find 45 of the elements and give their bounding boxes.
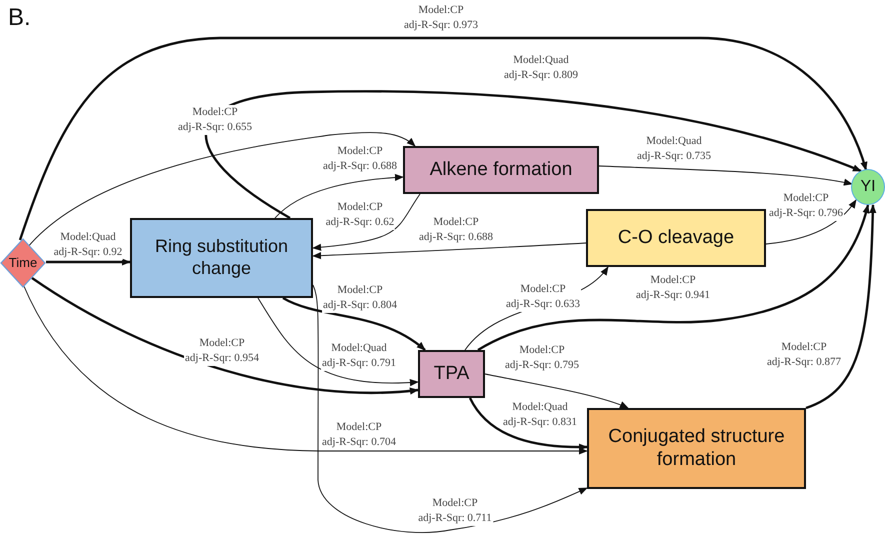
arrow	[31, 277, 419, 394]
arrow	[18, 36, 868, 240]
arrow	[312, 194, 420, 251]
edge-label: Model:CP adj-R-Sqr: 0.633	[505, 282, 581, 312]
arrow	[484, 374, 629, 408]
circle-node: YI	[851, 169, 885, 205]
arrow	[46, 258, 131, 266]
edge-label: Model:CP adj-R-Sqr: 0.796	[768, 191, 844, 221]
edge-label: Model:CP adj-R-Sqr: 0.62	[324, 200, 396, 230]
edge-label: Model:CP adj-R-Sqr: 0.704	[321, 420, 397, 450]
arrow	[598, 166, 853, 186]
edge-label: Model:CP adj-R-Sqr: 0.954	[184, 336, 260, 366]
decision-diamond: Time	[0, 238, 46, 288]
edge-label: Model:Quad adj-R-Sqr: 0.831	[502, 400, 578, 430]
edge-label: Model:CP adj-R-Sqr: 0.711	[417, 496, 493, 526]
arrow	[258, 298, 419, 386]
process-box: C-O cleavage	[586, 209, 766, 267]
edge-label: Model:CP adj-R-Sqr: 0.973	[403, 3, 479, 33]
edge-label: Model:CP adj-R-Sqr: 0.688	[418, 215, 494, 245]
arrow	[468, 397, 588, 451]
arrow	[806, 204, 876, 410]
edge-label: Model:CP adj-R-Sqr: 0.877	[766, 340, 842, 370]
edge-label: Model:CP adj-R-Sqr: 0.795	[504, 343, 580, 373]
arrow	[274, 174, 404, 218]
edge-label: Model:CP adj-R-Sqr: 0.688	[322, 144, 398, 174]
edge-label: Model:Quad adj-R-Sqr: 0.791	[321, 341, 397, 371]
edge-label: Model:Quad adj-R-Sqr: 0.735	[636, 134, 712, 164]
arrow	[766, 199, 857, 244]
edge-label: Model:CP adj-R-Sqr: 0.655	[177, 105, 253, 135]
edge-label: Model:Quad adj-R-Sqr: 0.809	[503, 53, 579, 83]
process-box: TPA	[418, 350, 485, 398]
edge-label: Model:CP adj-R-Sqr: 0.804	[322, 283, 398, 313]
arrow	[477, 204, 870, 352]
arrow	[22, 284, 588, 455]
edge-label: Model:CP adj-R-Sqr: 0.941	[635, 273, 711, 303]
process-box: Conjugated structure formation	[587, 408, 806, 489]
arrow	[26, 132, 416, 248]
arrow	[282, 296, 426, 351]
arrow	[312, 242, 586, 260]
arrow	[205, 90, 862, 220]
process-box: Ring substitution change	[130, 218, 313, 298]
arrow	[312, 284, 588, 533]
process-box: Alkene formation	[403, 146, 599, 194]
panel-letter: B.	[8, 4, 31, 32]
edge-label: Model:Quad adj-R-Sqr: 0.92	[52, 230, 124, 260]
